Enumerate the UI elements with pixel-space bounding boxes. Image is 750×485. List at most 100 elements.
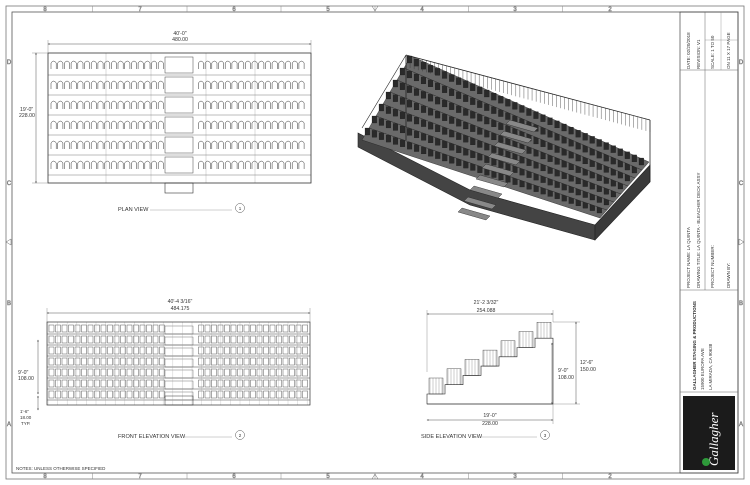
front-seat [81,324,87,333]
front-seat [230,357,237,366]
front-seat [211,357,217,366]
front-view-title: FRONT ELEVATION VIEW [118,434,186,440]
iso-seat [428,122,434,130]
plan-seat [271,140,278,149]
front-seat [74,368,81,377]
iso-seat [456,77,462,85]
front-seat [211,346,217,355]
front-seat [159,346,165,355]
plan-seat [57,160,64,169]
plan-seat [124,60,131,69]
front-seat [263,346,269,355]
plan-seat [278,60,285,69]
plan-seat [231,100,238,109]
front-view-number-bubble [235,430,245,440]
plan-seat [265,60,271,69]
iso-seat [456,132,462,140]
front-seat [250,324,256,333]
front-seat [81,390,87,399]
plan-seat [224,60,231,69]
plan-stair-tread [164,56,194,74]
iso-seat [442,127,448,135]
plan-seat [211,140,218,149]
plan-seat [218,60,224,69]
iso-seat [442,71,448,79]
plan-seat [77,100,84,109]
plan-seat [144,60,151,69]
iso-seat [463,135,469,143]
plan-seat [157,100,164,109]
front-seat [146,379,152,388]
front-seat [211,390,217,399]
plan-seat [278,140,285,149]
iso-seat [470,97,476,105]
plan-seat [231,60,238,69]
center-mark [371,473,379,480]
iso-seat [470,137,476,145]
plan-seat [90,60,97,69]
iso-seat [442,99,448,108]
zone-label: 6 [232,474,236,480]
side-base-in: 228.00 [482,421,498,427]
plan-seat [218,80,224,89]
front-seat [295,346,302,355]
title-revision: REVISION: V1 [696,39,701,69]
plan-seat [157,160,164,169]
iso-seat [484,116,490,125]
plan-view-number-bubble [235,203,245,213]
plan-width-in: 480.00 [172,37,188,43]
plan-seat [265,100,271,109]
front-seat [81,335,87,344]
plan-seat [298,160,305,169]
plan-seat [117,120,124,129]
front-seat [107,346,113,355]
front-seat [120,324,126,333]
front-width-in: 484.175 [171,306,190,312]
plan-seat [204,120,211,129]
front-seat [94,368,100,377]
front-seat [198,335,204,344]
plan-seat [278,100,285,109]
front-seat [250,335,256,344]
front-seat [302,346,308,355]
front-seat [159,390,165,399]
plan-view-number: 1 [239,206,242,211]
front-seat [282,324,289,333]
plan-seat [111,80,117,89]
plan-seat [271,60,278,69]
iso-seat [421,91,427,99]
front-seat [204,379,211,388]
front-seat [217,379,224,388]
plan-seat [285,140,291,149]
iso-seat [406,85,412,93]
plan-seat [251,140,258,149]
front-seat [139,324,146,333]
plan-stair-tread [164,156,194,174]
front-seat [107,335,113,344]
front-seat [295,324,302,333]
plan-seat [70,140,77,149]
front-seat [113,335,120,344]
title-drawn-by: DRAWN BY: [726,263,731,288]
front-seat [87,357,94,366]
iso-seat [406,70,412,79]
iso-seat [428,94,434,102]
side-overall-ft: 12'-6" [580,360,593,366]
plan-seat [157,60,164,69]
front-seat [159,335,165,344]
front-seat [250,379,256,388]
title-address2: LA MIRADA, CA 90638 [708,343,713,390]
front-seat [133,379,139,388]
iso-seat [428,135,434,143]
iso-seat [435,151,441,159]
front-seat [289,379,295,388]
front-seat [152,335,159,344]
iso-seat [428,108,434,116]
front-seat [250,390,256,399]
plan-seat [50,160,57,169]
iso-seat [484,142,490,151]
plan-seat [258,140,265,149]
iso-seat [399,67,405,76]
plan-seat [231,80,238,89]
plan-seat [224,140,231,149]
